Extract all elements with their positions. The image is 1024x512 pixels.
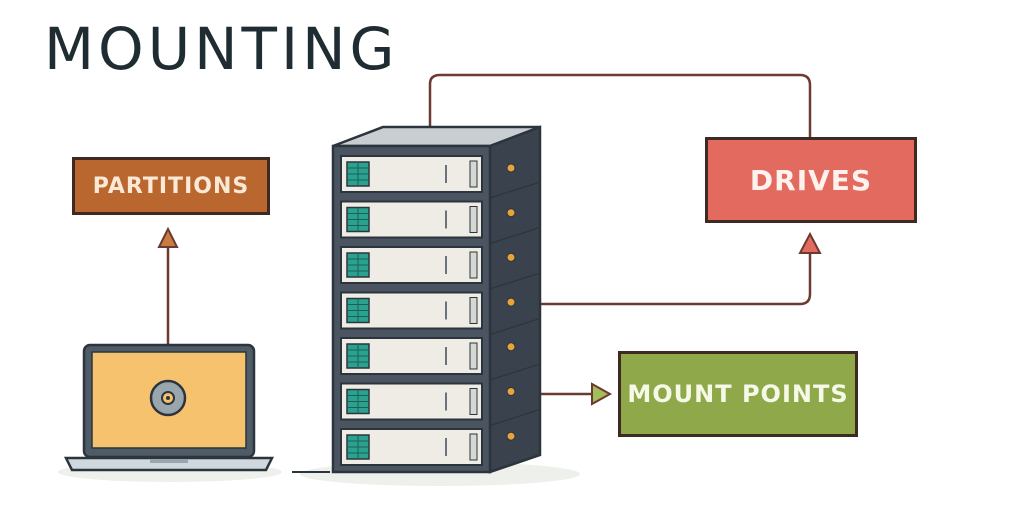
server-bay-latch — [469, 251, 478, 279]
server-status-led — [506, 252, 516, 262]
server-status-led — [506, 297, 516, 307]
server-status-led — [506, 163, 516, 173]
arrowhead-drives — [798, 231, 822, 254]
server-side-divider — [489, 226, 541, 245]
server-status-led — [506, 431, 516, 441]
drives-node: DRIVES — [705, 137, 917, 223]
server-status-led — [506, 342, 516, 352]
partitions-node: PARTITIONS — [72, 157, 270, 215]
server-to-drives-line — [428, 73, 812, 137]
server-status-led — [506, 387, 516, 396]
server-bay-latch — [469, 388, 478, 415]
arrowhead-mount — [591, 382, 613, 406]
server-status-led — [506, 208, 516, 218]
server-bay-latch — [469, 297, 478, 324]
server-side-divider — [489, 408, 541, 427]
server-bays — [340, 155, 541, 472]
arrowhead-partitions — [157, 226, 179, 248]
server-bay-latch — [469, 342, 478, 370]
server-bay-latch — [469, 160, 478, 188]
server-side — [488, 125, 542, 474]
server-bay-latch — [469, 206, 478, 233]
diagram-title: MOUNTING — [44, 15, 399, 83]
server-side-divider — [489, 181, 541, 199]
disc-icon — [149, 379, 187, 417]
server-side-divider — [489, 454, 541, 472]
server-side-divider — [489, 363, 541, 381]
server-side-divider — [489, 317, 541, 336]
laptop-icon — [63, 343, 275, 472]
server-to-drives-lower-line — [540, 252, 812, 306]
connectors — [166, 73, 812, 396]
server-side-divider — [489, 272, 541, 290]
mount-points-node: MOUNT POINTS — [618, 351, 858, 437]
server-bay-latch — [469, 433, 478, 461]
